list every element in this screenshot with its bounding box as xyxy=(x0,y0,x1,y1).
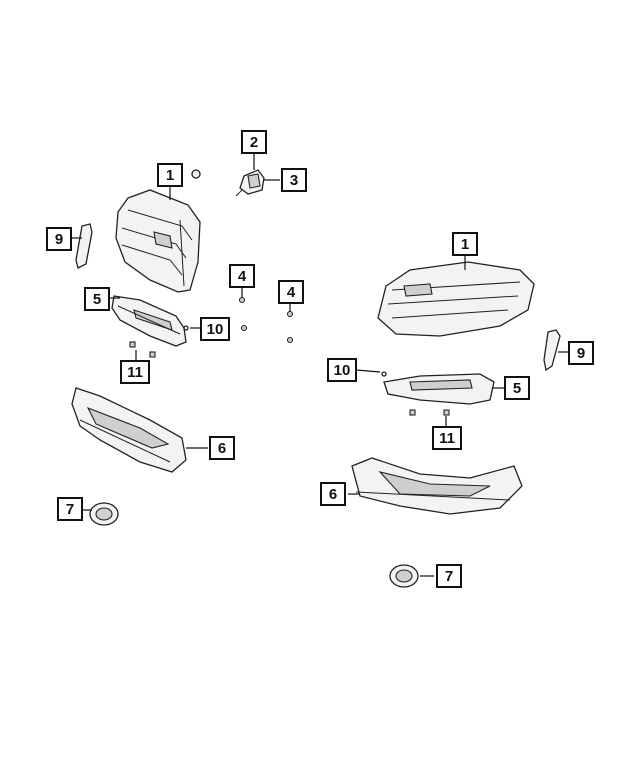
left-nut xyxy=(129,341,136,348)
callout-left-clip: 10 xyxy=(200,317,230,341)
callout-bulb: 3 xyxy=(281,168,307,192)
right-grommet xyxy=(389,564,419,588)
callout-screw-left: 4 xyxy=(229,264,255,288)
right-headlamp-housing xyxy=(377,261,535,337)
callout-right-housing: 1 xyxy=(452,232,478,256)
callout-left-reflector: 9 xyxy=(46,227,72,251)
callout-left-housing: 1 xyxy=(157,163,183,187)
right-clip xyxy=(381,371,387,377)
callout-left-grommet: 7 xyxy=(57,497,83,521)
right-nut xyxy=(409,409,416,416)
callout-screw-right: 4 xyxy=(278,280,304,304)
left-side-reflector xyxy=(75,223,93,269)
callout-right-bracket: 5 xyxy=(504,376,530,400)
right-deflector xyxy=(351,457,523,515)
callout-bulb-socket: 2 xyxy=(241,130,267,154)
callout-right-reflector: 9 xyxy=(568,341,594,365)
bulb-assembly xyxy=(235,169,265,197)
right-bracket xyxy=(383,373,495,405)
callout-left-bracket: 5 xyxy=(84,287,110,311)
left-grommet xyxy=(89,502,119,526)
screws xyxy=(238,296,294,344)
callout-right-nut: 11 xyxy=(432,426,462,450)
callout-left-deflector: 6 xyxy=(209,436,235,460)
left-clip xyxy=(183,325,189,331)
callout-right-grommet: 7 xyxy=(436,564,462,588)
left-deflector xyxy=(71,387,187,473)
right-side-reflector xyxy=(543,329,561,372)
left-bracket xyxy=(111,295,187,347)
leader-line xyxy=(355,369,381,373)
callout-left-nut: 11 xyxy=(120,360,150,384)
left-headlamp-housing xyxy=(115,169,201,293)
callout-right-clip: 10 xyxy=(327,358,357,382)
callout-right-deflector: 6 xyxy=(320,482,346,506)
left-nut xyxy=(149,351,156,358)
right-nut xyxy=(443,409,450,416)
